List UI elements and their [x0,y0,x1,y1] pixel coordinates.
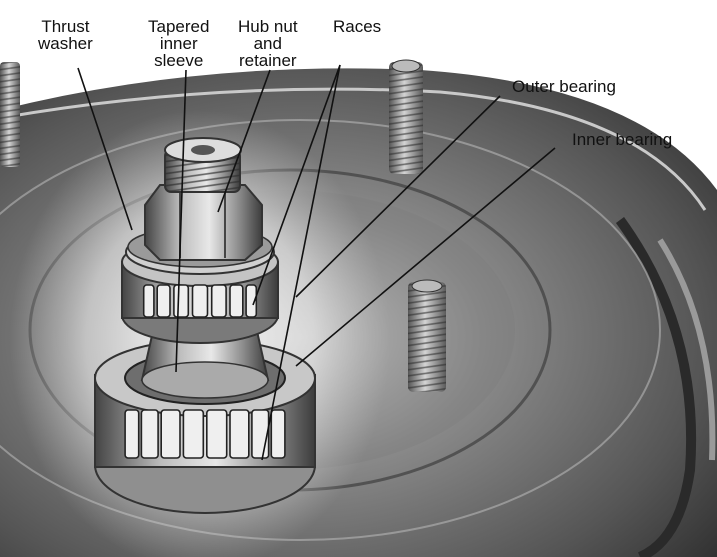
label-thrust-washer: Thrust washer [38,18,93,52]
bearing-roller [210,284,227,318]
label-line: Inner bearing [572,130,673,149]
label-line: Tapered [148,17,210,36]
label-tapered-inner-sleeve: Tapered inner sleeve [148,18,209,69]
label-line: Thrust [41,17,90,36]
label-line: washer [38,34,93,53]
label-line: Races [333,17,382,36]
bearing-roller [140,409,159,459]
bearing-roller [182,409,205,459]
bearing-roller [124,409,140,459]
label-line: Outer bearing [512,77,616,96]
label-outer-bearing: Outer bearing [512,78,616,95]
bearing-roller [229,284,244,318]
wheel-stud-top-right [389,59,423,174]
label-line: sleeve [154,51,204,70]
wheel-stud-lower-right [408,279,446,392]
bearing-roller [245,284,258,318]
bearing-roller [229,409,250,459]
label-races: Races [333,18,381,35]
label-line: retainer [238,51,297,70]
leader-lines [77,64,556,461]
bearing-roller [156,284,171,318]
bearing-roller [142,284,155,318]
label-line: Hub nut [238,17,298,36]
label-line: and [253,34,282,53]
wheel-stud-left [0,62,20,167]
label-line: inner [159,34,198,53]
bearing-roller [270,409,286,459]
bearing-roller [160,409,181,459]
bearing-roller [251,409,270,459]
bearing-roller [206,409,228,459]
label-hub-nut-retainer: Hub nut and retainer [238,18,298,69]
label-inner-bearing: Inner bearing [572,131,672,148]
bearing-roller [173,284,190,318]
bearing-roller [191,284,209,318]
